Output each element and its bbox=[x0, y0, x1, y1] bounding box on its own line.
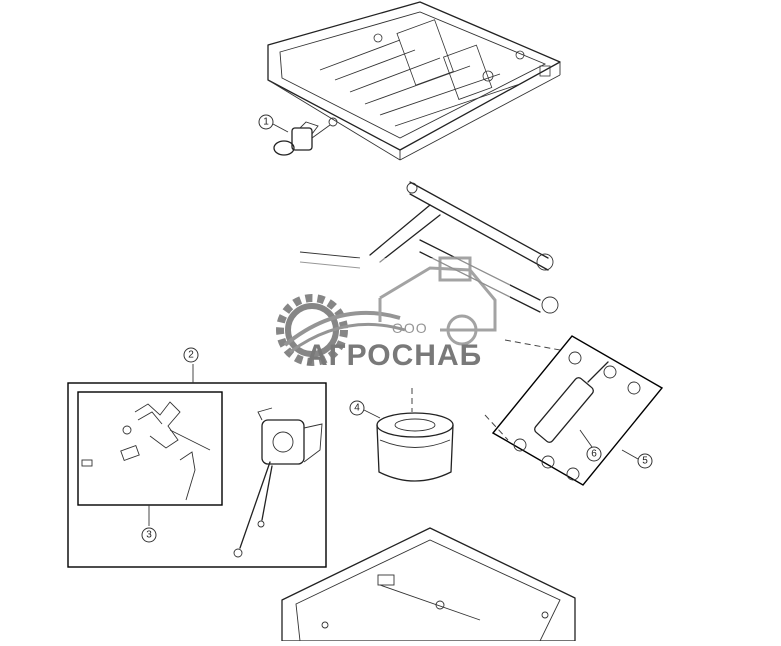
shock-absorber-part-6 bbox=[513, 351, 641, 481]
callout-3: 3 bbox=[141, 527, 157, 543]
callout-1-label: 1 bbox=[263, 117, 269, 128]
callout-5-label: 5 bbox=[642, 456, 648, 467]
callout-4: 4 bbox=[349, 400, 381, 419]
callout-2: 2 bbox=[183, 347, 199, 363]
shock-absorber-kit-5 bbox=[484, 335, 664, 486]
part-1-lever-knob bbox=[273, 117, 338, 156]
callout-4-label: 4 bbox=[354, 403, 360, 414]
callout-2-label: 2 bbox=[188, 350, 194, 361]
harvester-icon bbox=[378, 256, 497, 346]
watermark-logo: ООО АГРОСНАБ bbox=[248, 256, 510, 378]
callout-6: 6 bbox=[579, 429, 602, 462]
air-spring-part-4 bbox=[376, 388, 454, 482]
valve-with-cable bbox=[233, 407, 323, 558]
callout-3-label: 3 bbox=[146, 530, 152, 541]
callout-5: 5 bbox=[621, 449, 653, 469]
bottom-base-plate bbox=[281, 527, 576, 642]
top-seat-plate bbox=[267, 1, 561, 161]
kit-box-2 bbox=[67, 364, 327, 568]
callout-6-label: 6 bbox=[591, 449, 597, 460]
callout-1: 1 bbox=[258, 114, 289, 133]
watermark-brand: АГРОСНАБ bbox=[306, 339, 482, 372]
gear-icon bbox=[276, 294, 406, 366]
watermark-prefix: ООО bbox=[392, 320, 428, 336]
